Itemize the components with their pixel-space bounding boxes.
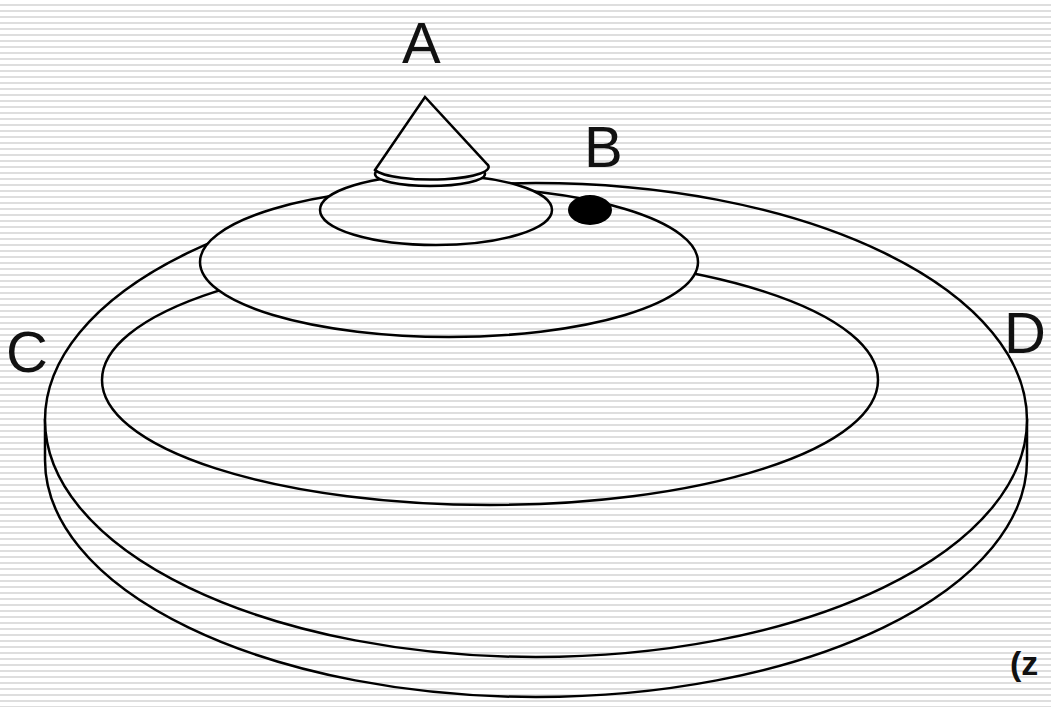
point-letter: A: [402, 14, 441, 72]
point-letter: B: [584, 118, 623, 176]
marker-dot: [568, 195, 612, 225]
point-letter: D: [1004, 304, 1046, 362]
figure-note: (z: [1010, 646, 1038, 680]
base-disk-top: [45, 183, 1027, 657]
point-letter: C: [6, 323, 48, 381]
apex-cone: [375, 97, 489, 180]
